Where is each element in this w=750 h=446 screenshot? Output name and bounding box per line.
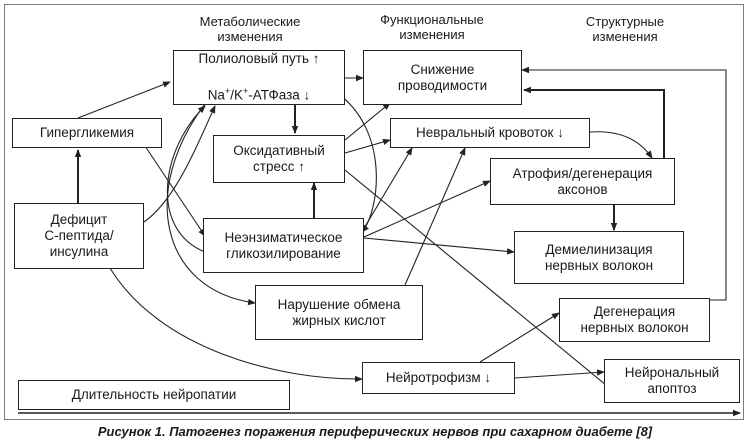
arrow-polyol-fatty [166, 103, 256, 306]
node-hyperglycemia: Гипергликемия [12, 118, 162, 148]
arrow-glycation-polyol-loop [166, 105, 206, 253]
arrow-oxidative-apoptosis [344, 169, 613, 391]
node-neuronal-apoptosis: Нейрональный апоптоз [604, 359, 740, 403]
arrow-oxidative-conduction [344, 102, 391, 141]
arrow-fatty-flow [404, 147, 466, 286]
node-polyol-pathway: Полиоловый путь ↑ Na+/K+-АТФаза ↓ [173, 50, 345, 105]
arrow-glycation-atrophy [363, 180, 491, 238]
arrow-atrophy-conduction [523, 86, 665, 160]
arrow-oxidative-flow [344, 138, 391, 154]
diagram-frame [4, 4, 744, 420]
node-fiber-degeneration: Дегенерация нервных волокон [559, 298, 710, 342]
header-metabolic: Метаболические изменения [199, 14, 301, 44]
arrow-deficit-polyol [143, 105, 216, 223]
node-axon-atrophy: Атрофия/дегенерация аксонов [490, 158, 675, 205]
arrow-hyperglycemia-glycation [144, 145, 206, 237]
header-functional: Функциональные изменения [380, 12, 484, 42]
node-neural-blood-flow: Невральный кровоток ↓ [390, 118, 590, 148]
node-conduction-decrease: Снижение проводимости [363, 50, 522, 105]
node-neurotrophism: Нейротрофизм ↓ [362, 362, 515, 394]
node-polyol-line2: Na+/K+-АТФаза ↓ [207, 86, 311, 103]
arrow-neurotrophism-degeneration [479, 312, 560, 363]
arrow-deficit-neurotrophism [109, 267, 363, 383]
node-polyol-line1: Полиоловый путь ↑ [198, 51, 320, 67]
node-demyelination: Демиелинизация нервных волокон [514, 231, 684, 284]
node-c-peptide-deficit: Дефицит С-пептида/ инсулина [14, 203, 144, 269]
header-structural: Структурные изменения [585, 14, 665, 44]
arrow-neurotrophism-apoptosis [514, 369, 605, 379]
figure-caption: Рисунок 1. Патогенез поражения периферич… [97, 424, 653, 439]
arrow-degeneration-conduction [521, 66, 727, 301]
arrow-glycation-demyelination [363, 237, 515, 255]
arrow-flow-atrophy [589, 131, 653, 159]
node-fatty-acid-metabolism: Нарушение обмена жирных кислот [255, 285, 423, 340]
arrow-glycation-flow [359, 147, 413, 236]
node-oxidative-stress: Оксидативный стресс ↑ [213, 135, 345, 183]
arrow-hyperglycemia-polyol [77, 81, 171, 119]
node-nonenzymatic-glycation: Неэнзиматическое гликозилирование [203, 218, 364, 273]
node-neuropathy-duration: Длительность нейропатии [18, 380, 290, 410]
